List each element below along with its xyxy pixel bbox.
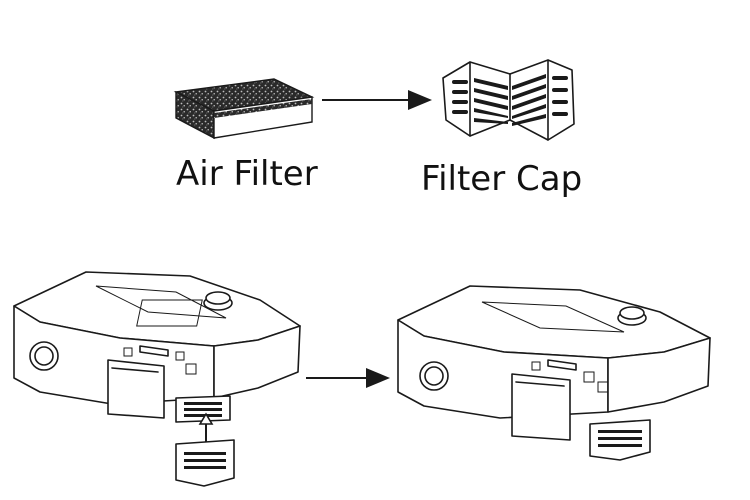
device-illustration <box>13 271 301 423</box>
arrow-up-icon <box>198 412 214 442</box>
air-filter-label: Air Filter <box>176 154 318 194</box>
filter-cap-illustration <box>442 59 575 141</box>
air-filter-illustration <box>173 78 315 140</box>
filter-cap-loose-illustration <box>175 439 235 487</box>
device-illustration <box>397 285 711 461</box>
filter-cap-label: Filter Cap <box>421 159 583 199</box>
